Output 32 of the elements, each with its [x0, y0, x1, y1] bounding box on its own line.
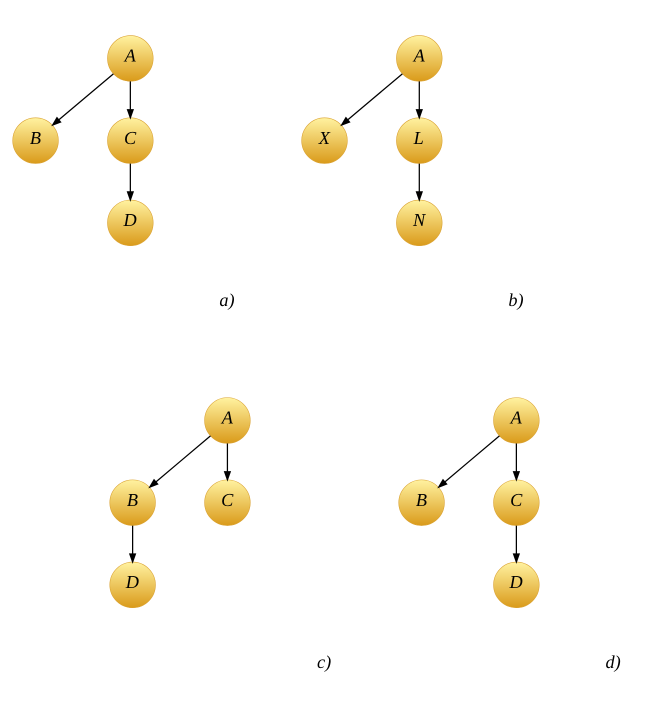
arrow [437, 434, 500, 488]
node-circle: C [493, 479, 540, 526]
node-circle: B [12, 117, 59, 164]
node-circle: A [107, 34, 154, 82]
node-circle: D [493, 561, 540, 608]
node-circle: D [110, 561, 156, 608]
node-circle: B [110, 479, 156, 526]
node-circle: A [204, 396, 251, 444]
arrow [340, 72, 403, 126]
arrow [126, 80, 134, 120]
node-circle: D [107, 199, 154, 246]
arrow [416, 163, 423, 202]
label: a) [219, 290, 235, 310]
node-circle: X [301, 117, 348, 164]
node-circle: B [398, 479, 445, 526]
node-circle: A [493, 396, 540, 444]
arrow [416, 80, 423, 120]
node-circle: N [396, 199, 442, 246]
node-circle: C [204, 479, 251, 526]
arrow [128, 525, 136, 564]
arrow [224, 442, 232, 482]
arrow [512, 525, 520, 564]
arrow [126, 163, 134, 202]
label: d) [605, 652, 621, 672]
node-circle: C [107, 117, 154, 164]
arrow [512, 442, 520, 482]
node-circle: L [396, 117, 442, 164]
node-circle: A [396, 34, 442, 82]
label: b) [508, 290, 524, 310]
label: c) [317, 652, 332, 672]
arrow [148, 434, 211, 488]
arrow [51, 72, 114, 126]
